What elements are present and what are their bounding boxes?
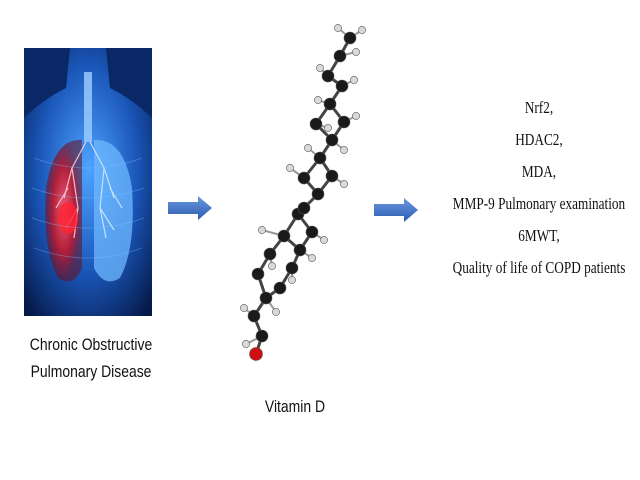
hydrogen-atom [288, 276, 296, 284]
carbon-atom [305, 225, 319, 239]
hydrogen-atom [242, 340, 250, 348]
carbon-atom [285, 261, 299, 275]
carbon-atom [259, 291, 273, 305]
outcome-item-mmp9: MMP-9 Pulmonary examination [452, 194, 626, 213]
outcome-item-quality-of-life: Quality of life of COPD patients [452, 258, 626, 277]
carbon-atom [247, 309, 261, 323]
carbon-atom [293, 243, 307, 257]
hydrogen-atom [324, 124, 332, 132]
carbon-atom [313, 151, 327, 165]
vitamin-d-label: Vitamin D [264, 397, 326, 416]
hydrogen-atom [308, 254, 316, 262]
carbon-atom [321, 69, 335, 83]
outcome-item-hdac2: HDAC2, [515, 130, 563, 149]
carbon-atom [325, 169, 339, 183]
copd-label-line2: Pulmonary Disease [30, 362, 152, 382]
outcome-item-mda: MDA, [521, 162, 557, 181]
carbon-atom [263, 247, 277, 261]
copd-lungs-illustration [24, 48, 152, 316]
hydrogen-atom [304, 144, 312, 152]
hydrogen-atom [268, 262, 276, 270]
hydrogen-atom [314, 96, 322, 104]
arrow-right-icon [168, 196, 212, 220]
carbon-atom [325, 133, 339, 147]
lungs-illustration-icon [24, 48, 152, 316]
vitamin-d-molecule [232, 18, 372, 368]
carbon-atom [343, 31, 357, 45]
hydrogen-atom [320, 236, 328, 244]
carbon-atom [273, 281, 287, 295]
hydrogen-atom [350, 76, 358, 84]
hydrogen-atom [352, 112, 360, 120]
carbon-atom [337, 115, 351, 129]
hydrogen-atom [272, 308, 280, 316]
carbon-atom [311, 187, 325, 201]
outcome-item-6mwt: 6MWT, [518, 226, 560, 245]
outcome-item-nrf2: Nrf2, [524, 98, 554, 117]
carbon-atom [297, 201, 311, 215]
carbon-atom [309, 117, 323, 131]
copd-label: Chronic Obstructive Pulmonary Disease [21, 331, 160, 385]
copd-label-line1: Chronic Obstructive [29, 335, 153, 354]
hydrogen-atom [286, 164, 294, 172]
carbon-atom [333, 49, 347, 63]
hydrogen-atom [258, 226, 266, 234]
outcomes-list: Nrf2, HDAC2, MDA, MMP-9 Pulmonary examin… [449, 92, 628, 284]
hydrogen-atom [340, 180, 348, 188]
carbon-atom [255, 329, 269, 343]
carbon-atom [277, 229, 291, 243]
hydrogen-atom [240, 304, 248, 312]
hydrogen-atom [358, 26, 366, 34]
vitamin-d-molecule-icon [240, 24, 366, 361]
carbon-atom [297, 171, 311, 185]
hydrogen-atom [352, 48, 360, 56]
arrow-right-icon [374, 198, 418, 222]
carbon-atom [335, 79, 349, 93]
oxygen-atom [249, 347, 263, 361]
hydrogen-atom [334, 24, 342, 32]
hydrogen-atom [316, 64, 324, 72]
hydrogen-atom [340, 146, 348, 154]
carbon-atom [323, 97, 337, 111]
carbon-atom [251, 267, 265, 281]
